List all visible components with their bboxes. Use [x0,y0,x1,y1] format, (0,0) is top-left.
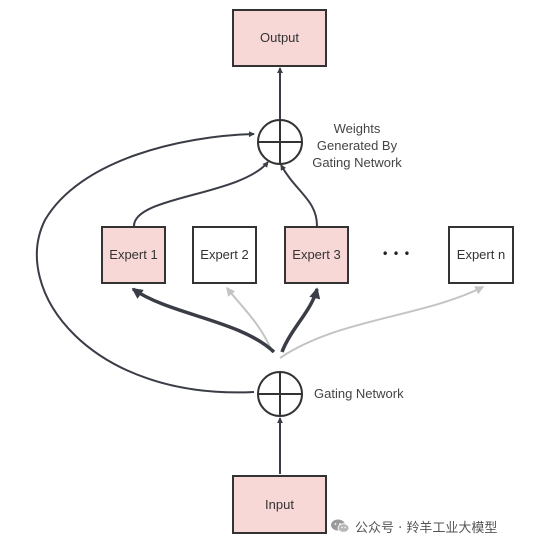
output-node: Output [232,9,327,67]
expert-3-node: Expert 3 [284,226,349,284]
watermark-text: 公众号 · 羚羊工业大模型 [355,520,498,536]
expert-1-to-sum-arrow [133,161,269,227]
weights-label-line-1: Weights [334,121,381,136]
input-node: Input [232,475,327,534]
watermark: 公众号 · 羚羊工业大模型 [330,515,497,537]
weights-label-line-2: Generated By [317,138,398,153]
input-label: Input [265,497,294,512]
bypass-curve-arrow [35,131,255,394]
gating-network-label: Gating Network [314,386,404,401]
gating-to-expert-3-arrow [280,287,321,353]
expert-1-label: Expert 1 [109,247,157,262]
gating-network-circle [257,371,303,417]
output-label: Output [260,30,299,45]
weights-label-line-3: Gating Network [312,155,402,170]
expert-3-label: Expert 3 [292,247,340,262]
expert-3-to-sum-arrow [280,164,318,227]
expert-1-node: Expert 1 [101,226,166,284]
weighted-sum-circle [257,119,303,165]
expert-2-node: Expert 2 [192,226,257,284]
expert-2-label: Expert 2 [200,247,248,262]
gating-to-expert-2-arrow [226,286,273,353]
wechat-icon [331,519,350,533]
expert-n-label: Expert n [457,247,505,262]
gating-to-expert-n-arrow [279,286,485,359]
gating-to-expert-1-arrow [131,287,276,354]
ellipsis: • • • [382,247,411,261]
expert-n-node: Expert n [448,226,514,284]
